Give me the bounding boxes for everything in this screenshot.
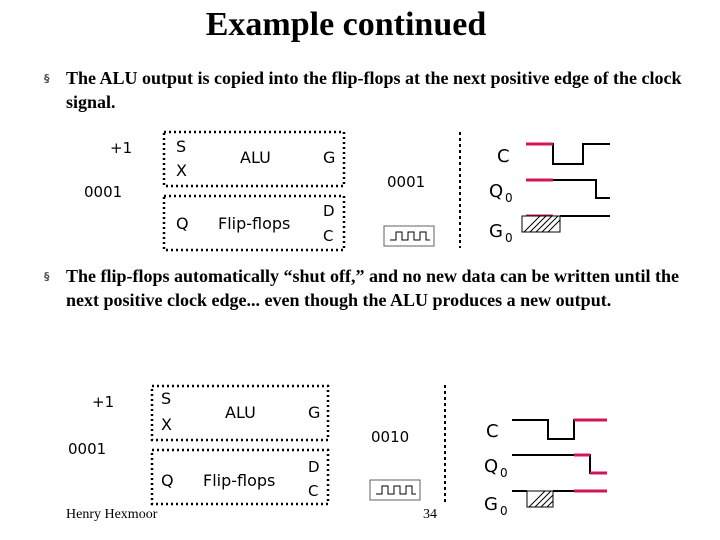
signal-g0-label: G 0 <box>489 221 513 245</box>
clock-pulse-trace <box>390 231 430 241</box>
flipflop-label: Flip-flops <box>218 214 290 233</box>
alu-port-g: G <box>323 148 335 167</box>
flipflop-port-c: C <box>323 227 333 245</box>
alu-label: ALU <box>240 148 271 167</box>
signal-c-label: C <box>486 421 499 442</box>
signal-g-subscript: 0 <box>505 231 513 245</box>
plus-one-label: +1 <box>110 139 132 157</box>
flipflop-port-q: Q <box>176 214 189 233</box>
hatch-line <box>523 215 541 233</box>
signal-q-text: Q <box>484 456 498 477</box>
page-number: 34 <box>423 507 437 522</box>
alu-dashed-box <box>162 130 346 188</box>
bullet-marker: § <box>44 270 50 283</box>
q0-trace <box>512 454 607 474</box>
timing-waveform <box>521 142 610 233</box>
bullet-text: The ALU output is copied into the flip-f… <box>66 68 682 112</box>
alu-input-value: 0001 <box>68 440 106 458</box>
alu-port-s: S <box>176 137 186 156</box>
alu-port-x: X <box>161 415 172 434</box>
hatch-line <box>534 490 552 508</box>
signal-q0-label: Q 0 <box>484 456 508 480</box>
clock-pulse-trace <box>376 485 416 495</box>
hatched-unknown-region <box>521 215 561 233</box>
signal-q-subscript: 0 <box>500 466 508 480</box>
flipflop-port-d: D <box>308 458 320 476</box>
clock-waveform-icon <box>383 225 435 247</box>
alu-input-value: 0001 <box>84 183 122 201</box>
signal-g-text: G <box>484 494 498 515</box>
bullet-point: § The ALU output is copied into the flip… <box>44 66 684 114</box>
bullet-text: The flip-flops automatically “shut off,”… <box>66 266 680 310</box>
bullet-point: § The flip-flops automatically “shut off… <box>44 264 684 312</box>
signal-c-label: C <box>497 146 510 167</box>
hatch-line <box>540 494 554 508</box>
hatch-line <box>541 215 559 233</box>
hatch-line <box>528 490 546 508</box>
slide-title: Example continued <box>205 6 487 43</box>
alu-port-x: X <box>176 161 187 180</box>
alu-port-g: G <box>308 403 320 422</box>
hatch-line <box>535 215 553 233</box>
flipflop-label: Flip-flops <box>203 471 275 490</box>
footer-author: Henry Hexmoor <box>66 507 158 522</box>
alu-output-value: 0010 <box>371 428 409 446</box>
flipflop-port-q: Q <box>161 471 174 490</box>
alu-port-s: S <box>161 389 171 408</box>
signal-g-text: G <box>489 221 503 242</box>
clock-c-trace <box>512 419 607 440</box>
signal-q-subscript: 0 <box>505 191 513 205</box>
flipflop-dashed-box <box>162 194 346 252</box>
flipflop-port-c: C <box>308 482 318 500</box>
signal-q-text: Q <box>489 181 503 202</box>
hatch-line <box>529 215 547 233</box>
clock-waveform-icon <box>369 479 421 501</box>
plus-one-label: +1 <box>92 393 114 411</box>
signal-g-subscript: 0 <box>500 504 508 518</box>
signal-g0-label: G 0 <box>484 494 508 518</box>
alu-output-value: 0001 <box>387 173 425 191</box>
hatched-unknown-region <box>526 490 554 508</box>
hatch-line <box>547 219 561 233</box>
q0-trace <box>526 179 610 199</box>
alu-label: ALU <box>225 403 256 422</box>
hatch-box <box>521 215 561 233</box>
bullet-marker: § <box>44 72 50 85</box>
timing-waveform <box>512 418 607 508</box>
flipflop-port-d: D <box>323 202 335 220</box>
hatch-line <box>546 500 554 508</box>
signal-q0-label: Q 0 <box>489 181 513 205</box>
